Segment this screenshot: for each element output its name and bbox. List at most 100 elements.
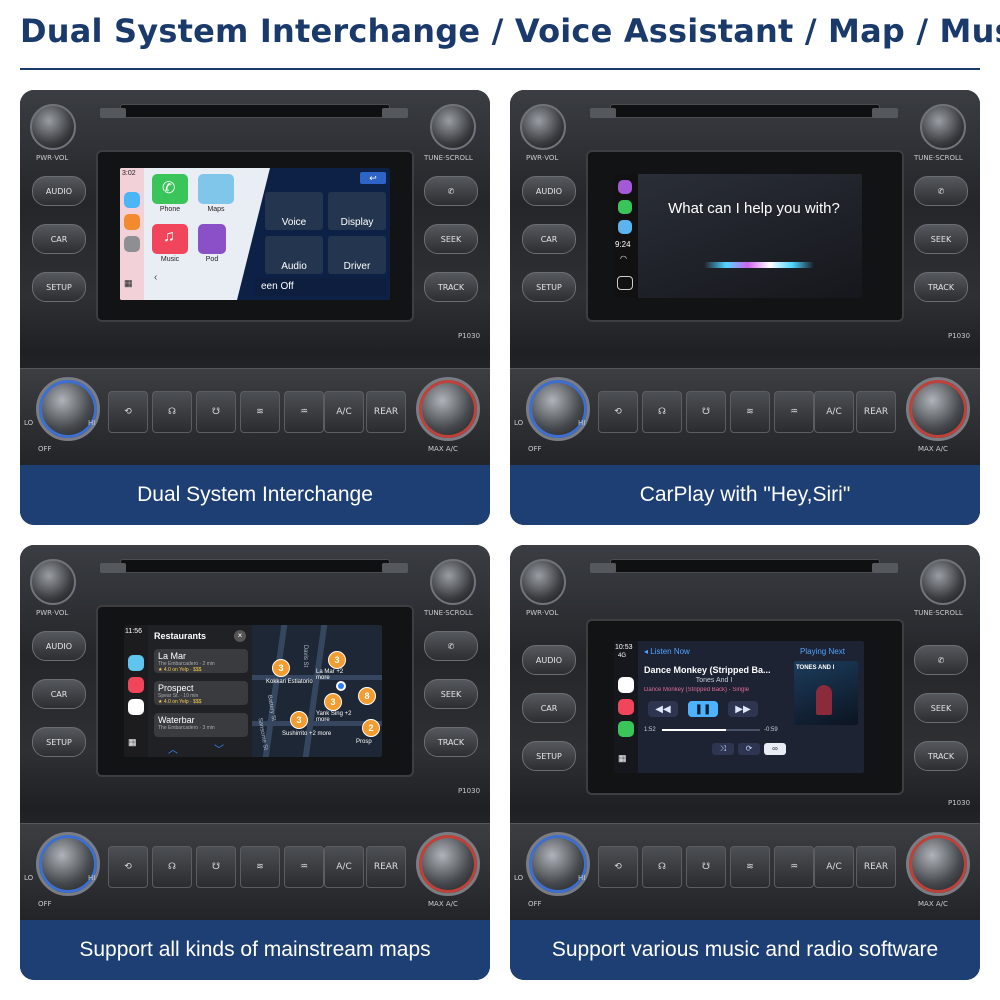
screen-off-button[interactable]: een Off: [255, 278, 386, 296]
map-pin[interactable]: 2: [362, 719, 380, 737]
car-button[interactable]: CAR: [32, 224, 86, 254]
chevron-down-icon[interactable]: ﹀: [214, 745, 224, 756]
temp-knob-left[interactable]: [36, 377, 100, 441]
grid-icon[interactable]: ▦: [618, 753, 627, 763]
track-button[interactable]: TRACK: [424, 272, 478, 302]
vent-face-button[interactable]: ☊: [642, 391, 682, 433]
power-volume-knob[interactable]: [520, 104, 566, 150]
ac-button[interactable]: A/C: [814, 846, 854, 888]
recirc-button[interactable]: ⟲: [108, 846, 148, 888]
vent-feet-button[interactable]: ☋: [196, 846, 236, 888]
play-pause-button[interactable]: [382, 108, 408, 118]
track-button[interactable]: TRACK: [424, 727, 478, 757]
back-button[interactable]: ◂ Listen Now: [644, 647, 690, 656]
car-button[interactable]: CAR: [32, 679, 86, 709]
setup-button[interactable]: SETUP: [522, 741, 576, 771]
power-volume-knob[interactable]: [520, 559, 566, 605]
eject-button[interactable]: [100, 563, 126, 573]
phone-button[interactable]: ✆: [914, 176, 968, 206]
settings-app-icon[interactable]: [124, 236, 140, 252]
play-pause-button[interactable]: [872, 563, 898, 573]
list-item[interactable]: Prospect Spear St. · 10 min ★ 4.0 on Yel…: [154, 681, 248, 705]
ac-button[interactable]: A/C: [324, 846, 364, 888]
back-icon[interactable]: ↩: [360, 172, 386, 184]
tile-audio[interactable]: Audio: [265, 236, 323, 274]
ac-button[interactable]: A/C: [814, 391, 854, 433]
tile-display[interactable]: Display: [328, 192, 386, 230]
recirc-button[interactable]: ⟲: [598, 846, 638, 888]
chevron-up-icon[interactable]: ︿: [168, 745, 178, 756]
vent-feet-button[interactable]: ☋: [686, 846, 726, 888]
recirc-button[interactable]: ⟲: [598, 391, 638, 433]
podcasts-app-icon[interactable]: [618, 180, 632, 194]
phone-button[interactable]: ✆: [424, 176, 478, 206]
grid-icon[interactable]: ▦: [128, 737, 137, 747]
defrost-button[interactable]: ♒: [774, 391, 814, 433]
seek-button[interactable]: SEEK: [914, 224, 968, 254]
tune-scroll-knob[interactable]: [430, 104, 476, 150]
ac-button[interactable]: A/C: [324, 391, 364, 433]
fast-forward-button[interactable]: ▶▶: [728, 701, 758, 717]
defrost-button[interactable]: ♒: [284, 391, 324, 433]
map-pin[interactable]: 8: [358, 687, 376, 705]
maps-app-icon[interactable]: [198, 174, 234, 204]
podcasts-app-icon[interactable]: [198, 224, 226, 254]
messages-app-icon[interactable]: [618, 200, 632, 214]
power-volume-knob[interactable]: [30, 559, 76, 605]
tune-scroll-knob[interactable]: [920, 559, 966, 605]
vent-floor-button[interactable]: ≋: [240, 846, 280, 888]
playing-next-link[interactable]: Playing Next: [800, 647, 845, 656]
music-app-icon[interactable]: ♫: [152, 224, 188, 254]
play-pause-button[interactable]: [382, 563, 408, 573]
music-app-icon[interactable]: [618, 699, 634, 715]
vent-floor-button[interactable]: ≋: [730, 391, 770, 433]
setup-button[interactable]: SETUP: [32, 727, 86, 757]
tile-driver[interactable]: Driver: [328, 236, 386, 274]
rear-defrost-button[interactable]: REAR: [366, 391, 406, 433]
power-volume-knob[interactable]: [30, 104, 76, 150]
rear-defrost-button[interactable]: REAR: [856, 391, 896, 433]
play-pause-button[interactable]: [872, 108, 898, 118]
map-pin[interactable]: 3: [272, 659, 290, 677]
track-button[interactable]: TRACK: [914, 741, 968, 771]
phone-button[interactable]: ✆: [914, 645, 968, 675]
tune-scroll-knob[interactable]: [920, 104, 966, 150]
seek-button[interactable]: SEEK: [424, 679, 478, 709]
track-button[interactable]: TRACK: [914, 272, 968, 302]
setup-button[interactable]: SETUP: [32, 272, 86, 302]
google-maps-app-icon[interactable]: [618, 677, 634, 693]
phone-app-icon[interactable]: ✆: [152, 174, 188, 204]
phone-button[interactable]: ✆: [424, 631, 478, 661]
list-item[interactable]: Waterbar The Embarcadero · 3 min: [154, 713, 248, 737]
vent-floor-button[interactable]: ≋: [730, 846, 770, 888]
close-icon[interactable]: ×: [234, 630, 246, 642]
car-button[interactable]: CAR: [522, 224, 576, 254]
home-button-icon[interactable]: [617, 276, 633, 290]
temp-knob-left[interactable]: [526, 832, 590, 896]
fan-knob-right[interactable]: [416, 832, 480, 896]
setup-button[interactable]: SETUP: [522, 272, 576, 302]
shuffle-button[interactable]: ⤨: [712, 743, 734, 755]
rewind-button[interactable]: ◀◀: [648, 701, 678, 717]
phone-app-icon[interactable]: [618, 721, 634, 737]
recirc-button[interactable]: ⟲: [108, 391, 148, 433]
progress-track[interactable]: [662, 729, 760, 731]
audio-button[interactable]: AUDIO: [32, 631, 86, 661]
defrost-button[interactable]: ♒: [774, 846, 814, 888]
eject-button[interactable]: [590, 563, 616, 573]
rear-defrost-button[interactable]: REAR: [366, 846, 406, 888]
fan-knob-right[interactable]: [416, 377, 480, 441]
fan-knob-right[interactable]: [906, 377, 970, 441]
vent-face-button[interactable]: ☊: [152, 391, 192, 433]
pause-button[interactable]: ❚❚: [688, 701, 718, 717]
list-item[interactable]: La Mar The Embarcadero · 2 min ★ 4.0 on …: [154, 649, 248, 673]
vent-feet-button[interactable]: ☋: [686, 391, 726, 433]
tile-voice[interactable]: Voice: [265, 192, 323, 230]
rear-defrost-button[interactable]: REAR: [856, 846, 896, 888]
music-app-icon[interactable]: [128, 677, 144, 693]
map-pin[interactable]: 3: [328, 651, 346, 669]
repeat-button[interactable]: ⟳: [738, 743, 760, 755]
temp-knob-left[interactable]: [526, 377, 590, 441]
temp-knob-left[interactable]: [36, 832, 100, 896]
fan-knob-right[interactable]: [906, 832, 970, 896]
